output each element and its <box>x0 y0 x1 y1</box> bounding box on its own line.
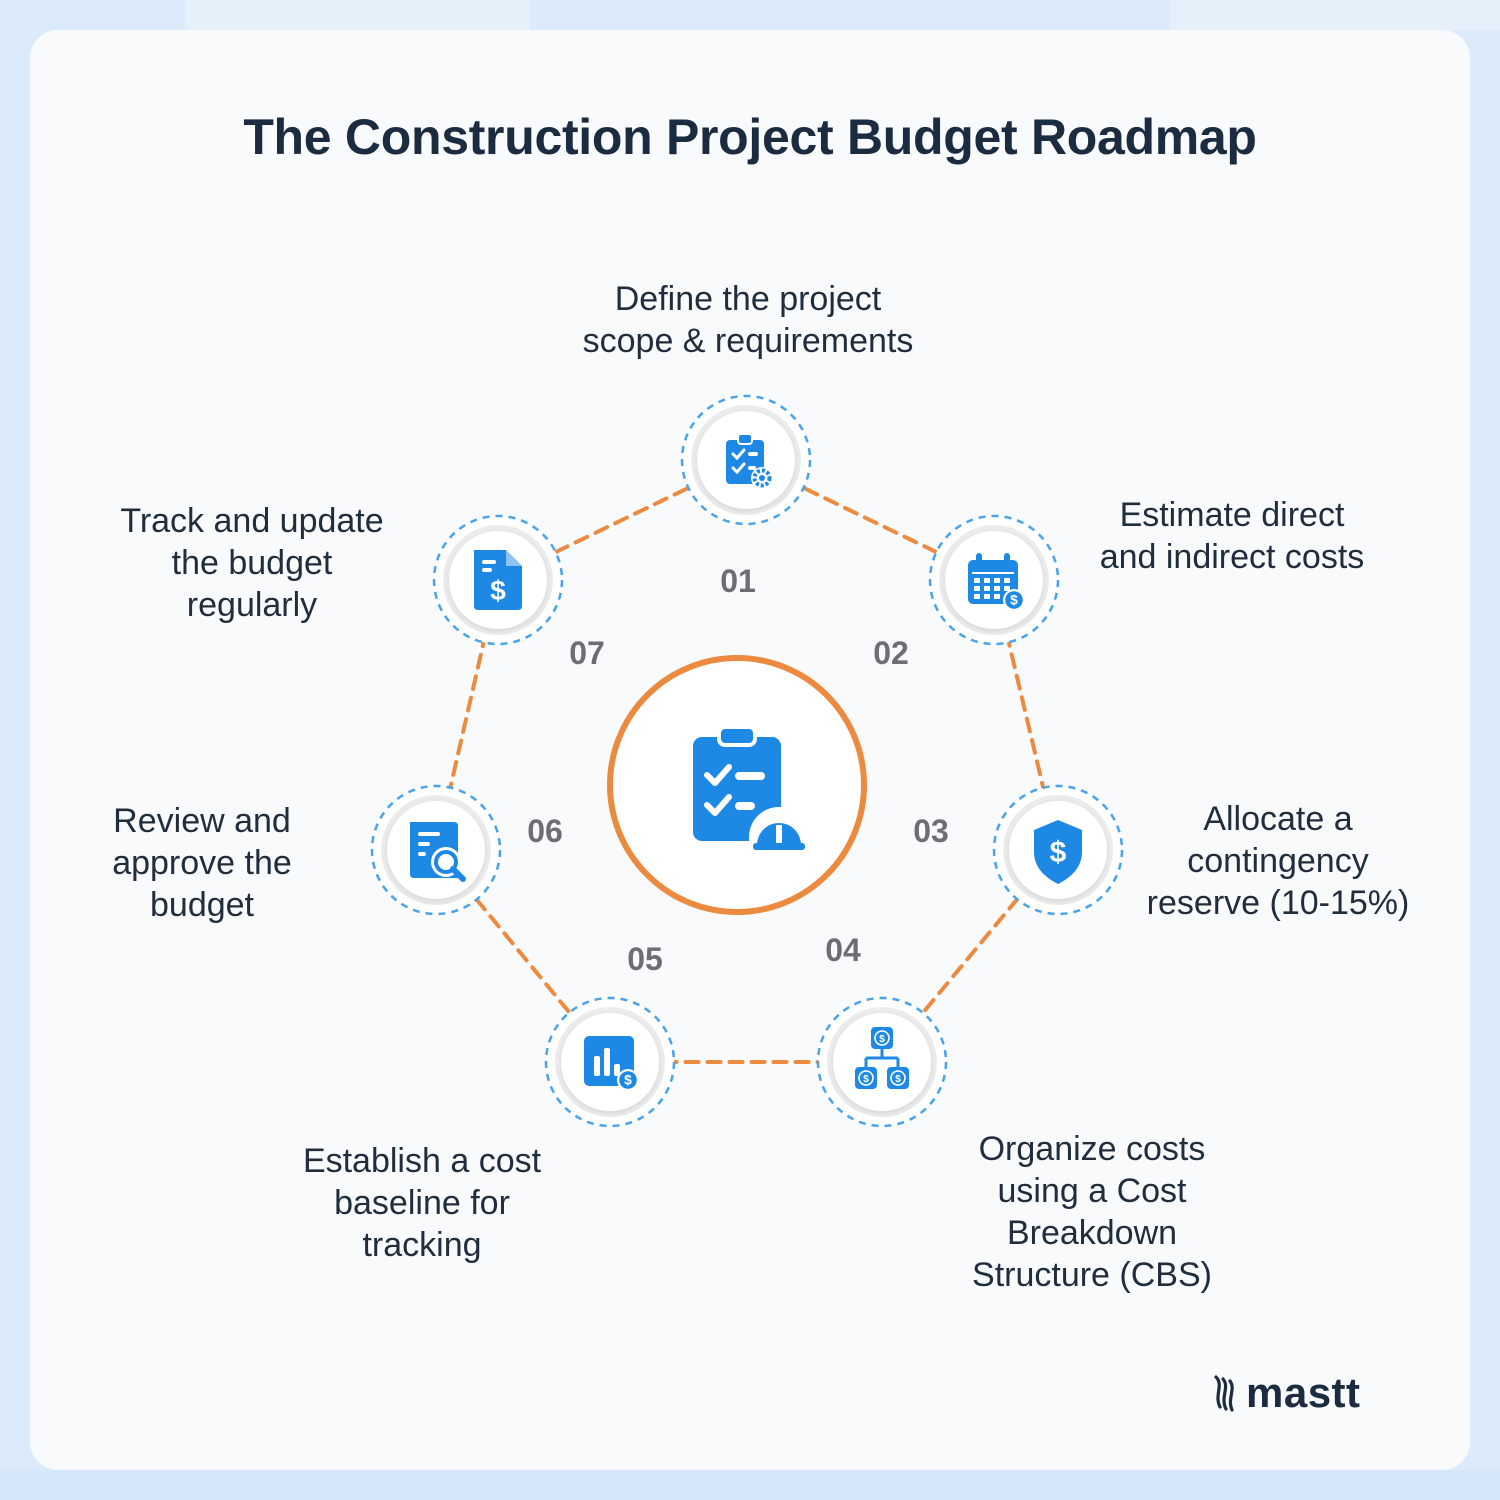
step-label-line: Review and <box>113 802 291 840</box>
step-label-line: reserve (10-15%) <box>1146 884 1410 922</box>
background-band <box>1170 0 1500 30</box>
svg-text:$: $ <box>863 1074 869 1085</box>
shield-dollar-icon: $ <box>1034 820 1082 884</box>
logo-text: mastt <box>1246 1369 1361 1416</box>
step-label-02: Estimate direct and indirect costs <box>1032 494 1432 578</box>
step-label-line: the budget <box>171 544 333 582</box>
bar-chart-dollar-icon: $ <box>584 1036 639 1091</box>
step-node-04: $ $ $ <box>816 996 948 1128</box>
step-label-line: tracking <box>362 1226 482 1264</box>
step-label-line: regularly <box>186 586 318 624</box>
step-label-line: budget <box>150 886 254 924</box>
step-label-line: Estimate direct <box>1119 496 1345 534</box>
step-label-line: using a Cost <box>997 1172 1187 1210</box>
mastt-logo: mastt <box>1212 1369 1361 1416</box>
step-number: 05 <box>627 941 663 977</box>
step-label-line: baseline for <box>334 1184 510 1222</box>
svg-text:$: $ <box>1050 836 1067 869</box>
step-label-line: Allocate a <box>1203 800 1353 838</box>
step-label-05: Establish a cost baseline for tracking <box>222 1140 622 1266</box>
step-label-06: Review and approve the budget <box>2 800 402 926</box>
step-label-line: Structure (CBS) <box>972 1256 1212 1294</box>
svg-text:$: $ <box>895 1074 901 1085</box>
step-number: 01 <box>720 563 756 599</box>
background-band <box>185 0 530 30</box>
svg-text:$: $ <box>490 575 506 606</box>
hierarchy-dollar-icon: $ $ $ <box>855 1027 909 1089</box>
step-node-07: $ <box>432 514 564 646</box>
step-label-03: Allocate a contingency reserve (10-15%) <box>1078 798 1478 924</box>
document-dollar-icon: $ <box>474 550 522 610</box>
step-label-line: Define the project <box>614 280 882 318</box>
step-label-line: Breakdown <box>1006 1214 1178 1252</box>
document-search-icon <box>410 822 466 882</box>
step-number: 04 <box>825 932 861 968</box>
svg-text:$: $ <box>624 1073 632 1088</box>
step-label-line: Track and update <box>120 502 384 540</box>
step-label-line: scope & requirements <box>582 322 914 360</box>
step-label-line: Organize costs <box>978 1130 1206 1168</box>
step-number: 03 <box>913 813 949 849</box>
step-number: 06 <box>527 813 563 849</box>
svg-text:$: $ <box>879 1034 885 1045</box>
clipboard-checklist-gear-icon <box>726 433 773 489</box>
step-node-03: $ <box>992 784 1124 916</box>
step-node-01 <box>680 394 812 526</box>
clipboard-hardhat-icon <box>693 725 809 867</box>
step-number: 02 <box>873 635 909 671</box>
step-label-07: Track and update the budget regularly <box>52 500 452 626</box>
step-node-05: $ <box>544 996 676 1128</box>
step-number: 07 <box>569 635 605 671</box>
step-node-02: $ <box>928 514 1060 646</box>
mastt-logo-icon <box>1214 1375 1234 1412</box>
page-title: The Construction Project Budget Roadmap <box>243 109 1257 165</box>
step-label-line: contingency <box>1187 842 1369 880</box>
step-label-01: Define the project scope & requirements <box>548 278 948 362</box>
step-label-line: approve the <box>112 844 292 882</box>
calendar-dollar-icon: $ <box>968 553 1025 611</box>
step-label-line: and indirect costs <box>1099 538 1365 576</box>
step-label-line: Establish a cost <box>302 1142 542 1180</box>
background-band <box>0 1470 1500 1500</box>
svg-text:$: $ <box>1010 593 1018 608</box>
step-node-06 <box>370 784 502 916</box>
